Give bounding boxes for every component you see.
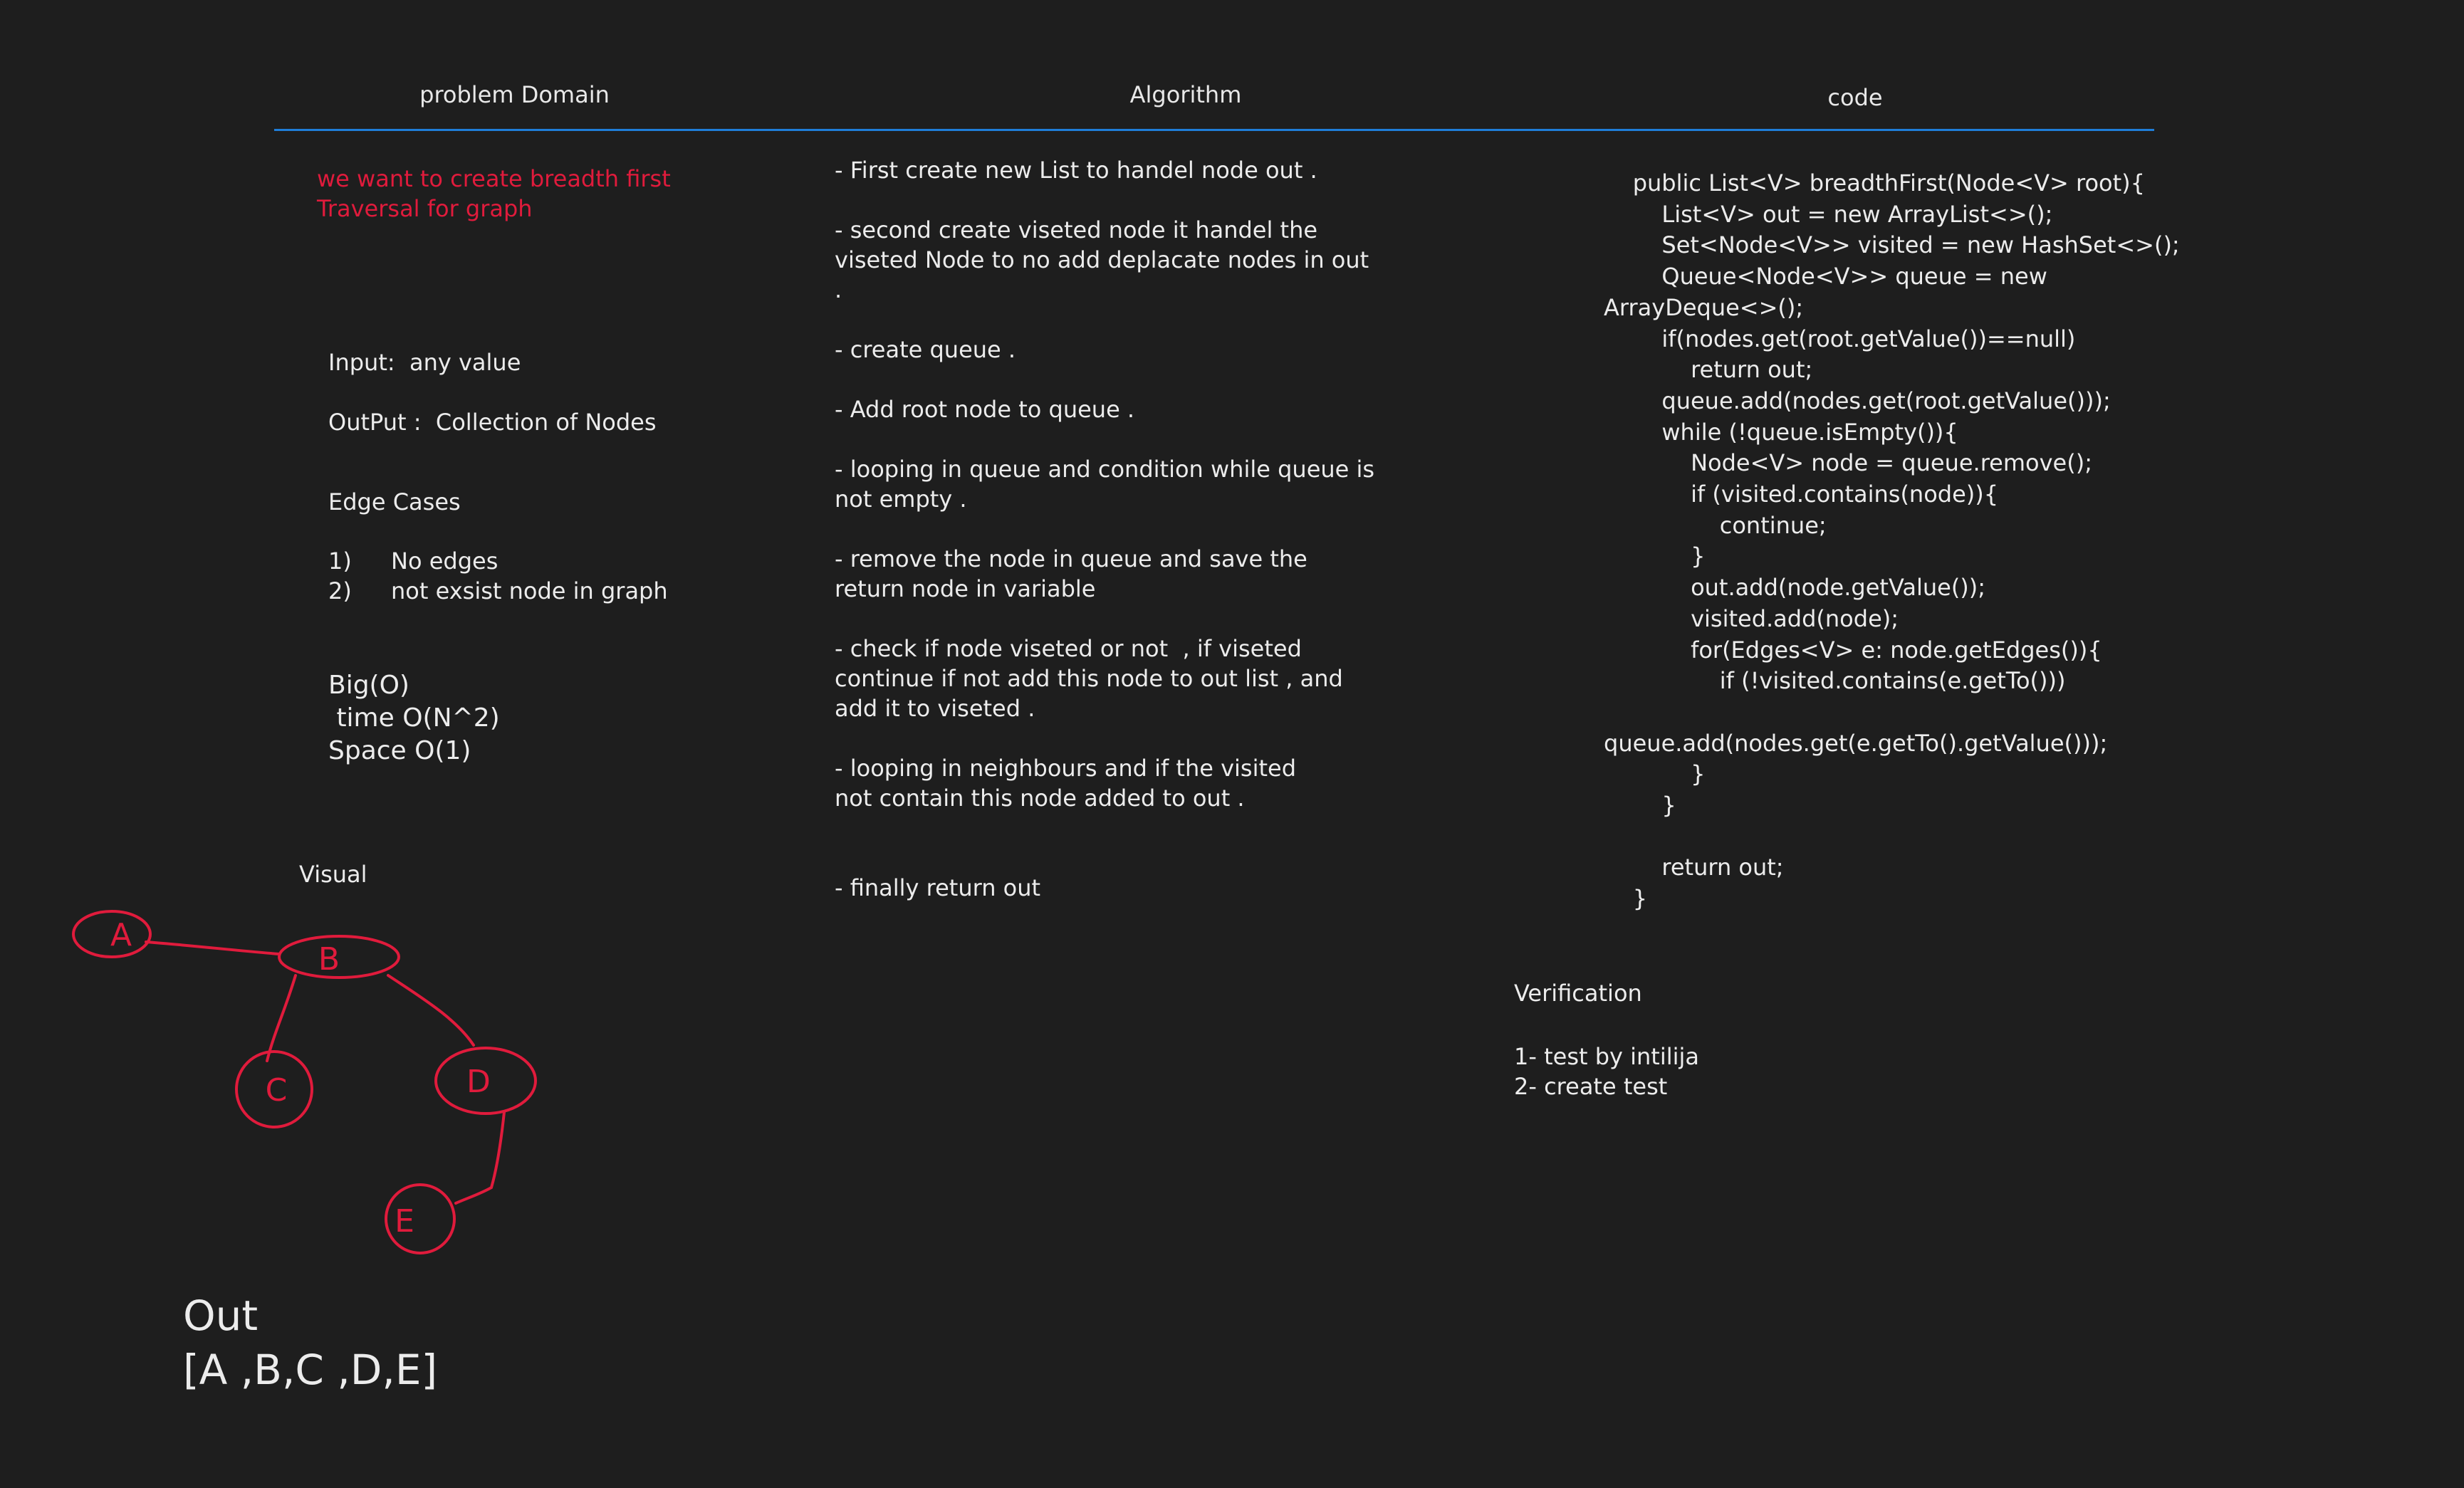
- algorithm-step: - Add root node to queue .: [835, 396, 1135, 423]
- header-code: code: [1827, 84, 1883, 111]
- graph-visual: A B C D E: [72, 910, 537, 1254]
- header-algorithm: Algorithm: [1129, 81, 1242, 108]
- code-line: return out;: [1604, 356, 1813, 384]
- node-label: B: [318, 941, 340, 978]
- node-b: [278, 935, 400, 979]
- code-line: continue;: [1604, 511, 1827, 539]
- verification-item: 1- test by intilija: [1514, 1043, 1700, 1070]
- code-line: }: [1604, 885, 1648, 913]
- code-line: public List<V> breadthFirst(Node<V> root…: [1604, 169, 2145, 197]
- edge-case-text: No edges: [391, 547, 498, 575]
- problem-statement: we want to create breadth first Traversa…: [317, 165, 671, 222]
- out-title: Out: [183, 1291, 259, 1340]
- node-label: A: [110, 917, 132, 953]
- node-d: [434, 1047, 537, 1115]
- edge-d-e: [454, 1111, 506, 1205]
- visual-title: Visual: [299, 861, 367, 888]
- verification-title: Verification: [1514, 980, 1642, 1007]
- algorithm-step: - looping in neighbours and if the visit…: [835, 755, 1297, 812]
- code-line: ArrayDeque<>();: [1604, 293, 1804, 321]
- code-line: [1604, 697, 2180, 728]
- code-block: public List<V> breadthFirst(Node<V> root…: [1604, 168, 2180, 915]
- node-label: E: [395, 1203, 414, 1240]
- verification-item: 2- create test: [1514, 1073, 1668, 1100]
- code-line: }: [1604, 792, 1676, 819]
- code-line: }: [1604, 543, 1706, 570]
- edge-a-b: [145, 941, 281, 955]
- code-line: return out;: [1604, 854, 1784, 881]
- code-line: Queue<Node<V>> queue = new: [1604, 263, 2047, 290]
- algorithm-step: - remove the node in queue and save the …: [835, 545, 1307, 602]
- header-problem-domain: problem Domain: [419, 81, 610, 108]
- edge-b-c: [266, 974, 297, 1062]
- node-label: D: [466, 1064, 491, 1100]
- algorithm-step: - second create viseted node it handel t…: [835, 216, 1369, 303]
- code-line: if (!visited.contains(e.getTo())): [1604, 667, 2066, 695]
- edge-case-text: not exsist node in graph: [391, 577, 668, 604]
- algorithm-step: - finally return out: [835, 874, 1041, 901]
- node-a: [72, 910, 152, 958]
- algorithm-step: - looping in queue and condition while q…: [835, 456, 1375, 513]
- code-line: visited.add(node);: [1604, 604, 1899, 632]
- big-o: Big(O) time O(N^2) Space O(1): [328, 671, 500, 765]
- code-line: queue.add(nodes.get(root.getValue()));: [1604, 387, 2111, 414]
- code-line: for(Edges<V> e: node.getEdges()){: [1604, 636, 2102, 664]
- code-line: Node<V> node = queue.remove();: [1604, 449, 2092, 477]
- algorithm-step: - create queue .: [835, 336, 1016, 363]
- edge-b-d: [387, 974, 475, 1047]
- code-line: Set<Node<V>> visited = new HashSet<>();: [1604, 231, 2180, 259]
- header-divider: [274, 129, 2154, 131]
- input-label: Input: any value: [328, 349, 521, 376]
- code-line: if (visited.contains(node)){: [1604, 481, 1999, 508]
- edge-case-number: 2): [328, 577, 352, 604]
- code-line: queue.add(nodes.get(e.getTo().getValue()…: [1604, 729, 2108, 757]
- edge-cases-title: Edge Cases: [328, 488, 461, 515]
- code-line: while (!queue.isEmpty()){: [1604, 418, 1958, 446]
- code-line: [1604, 822, 2180, 853]
- code-line: if(nodes.get(root.getValue())==null): [1604, 325, 2076, 352]
- output-label: OutPut : Collection of Nodes: [328, 409, 657, 436]
- code-line: List<V> out = new ArrayList<>();: [1604, 200, 2053, 228]
- node-label: C: [266, 1072, 288, 1109]
- algorithm-step: - First create new List to handel node o…: [835, 157, 1317, 184]
- code-line: out.add(node.getValue());: [1604, 574, 1986, 602]
- algorithm-step: - check if node viseted or not , if vise…: [835, 635, 1343, 722]
- node-c: [235, 1050, 313, 1128]
- code-line: }: [1604, 760, 1706, 788]
- edge-case-number: 1): [328, 547, 352, 575]
- out-value: [A ,B,C ,D,E]: [183, 1346, 438, 1394]
- node-e: [385, 1183, 456, 1254]
